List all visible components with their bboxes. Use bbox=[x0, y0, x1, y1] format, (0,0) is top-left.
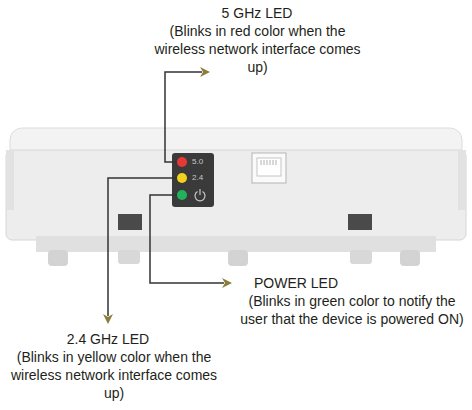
leader-line bbox=[108, 178, 177, 316]
callout-note: (Blinks in yellow color when the wireles… bbox=[6, 348, 222, 402]
device-foot bbox=[118, 250, 140, 264]
arrowhead bbox=[200, 67, 210, 77]
ethernet-socket bbox=[257, 158, 281, 176]
yellow-led bbox=[177, 173, 187, 183]
device-slot bbox=[118, 214, 142, 230]
leader-line bbox=[165, 72, 202, 162]
leader-line bbox=[150, 195, 224, 283]
callout-note: (Blinks in red color when the wireless n… bbox=[150, 22, 365, 76]
led-panel bbox=[172, 153, 214, 207]
callout-title: POWER LED bbox=[196, 274, 396, 292]
led-label: 2.4 bbox=[192, 173, 212, 183]
power-icon bbox=[195, 189, 205, 201]
led-label: 5.0 bbox=[192, 157, 212, 167]
callout-note: (Blinks in green color to notify the use… bbox=[238, 292, 466, 328]
device-foot bbox=[400, 250, 420, 266]
green-led bbox=[177, 190, 187, 200]
device-front bbox=[6, 150, 466, 240]
callout-title: 5 GHz LED bbox=[157, 4, 357, 22]
device-side bbox=[458, 150, 466, 210]
device-slot bbox=[348, 214, 372, 230]
device-side bbox=[6, 150, 14, 210]
device-foot bbox=[350, 250, 372, 264]
arrowhead bbox=[222, 278, 232, 288]
port-pins bbox=[261, 160, 276, 165]
arrowhead bbox=[103, 314, 113, 324]
ethernet-port bbox=[252, 153, 286, 183]
callout-title: 2.4 GHz LED bbox=[8, 330, 208, 348]
device-base bbox=[36, 236, 436, 252]
red-led bbox=[177, 157, 187, 167]
device-foot bbox=[48, 250, 68, 266]
device-foot bbox=[228, 250, 248, 266]
